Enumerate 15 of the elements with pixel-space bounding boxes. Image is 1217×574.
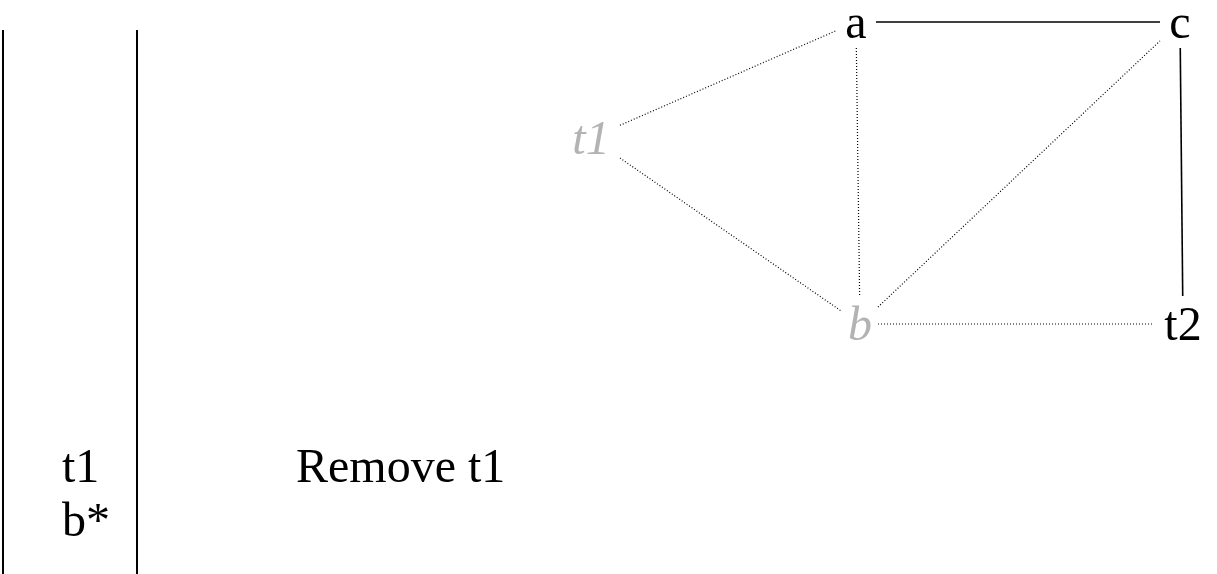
edge-line <box>1179 47 1184 297</box>
vertex-label: t1 <box>566 114 616 162</box>
dotted-edge <box>877 40 1161 308</box>
stack-entry: b* <box>62 494 110 546</box>
dotted-edge <box>877 323 1155 325</box>
step-caption: Remove t1 <box>296 440 506 492</box>
vertex-label: t2 <box>1158 300 1208 348</box>
dotted-edge <box>619 157 843 313</box>
edge-line <box>875 21 1161 23</box>
dotted-edge <box>855 47 861 297</box>
stack-entry: t1 <box>62 440 100 492</box>
dotted-edge <box>619 30 837 126</box>
vertex-label: a <box>840 0 872 44</box>
vertex-label: c <box>1164 0 1196 44</box>
vertex-label: b <box>846 300 874 348</box>
